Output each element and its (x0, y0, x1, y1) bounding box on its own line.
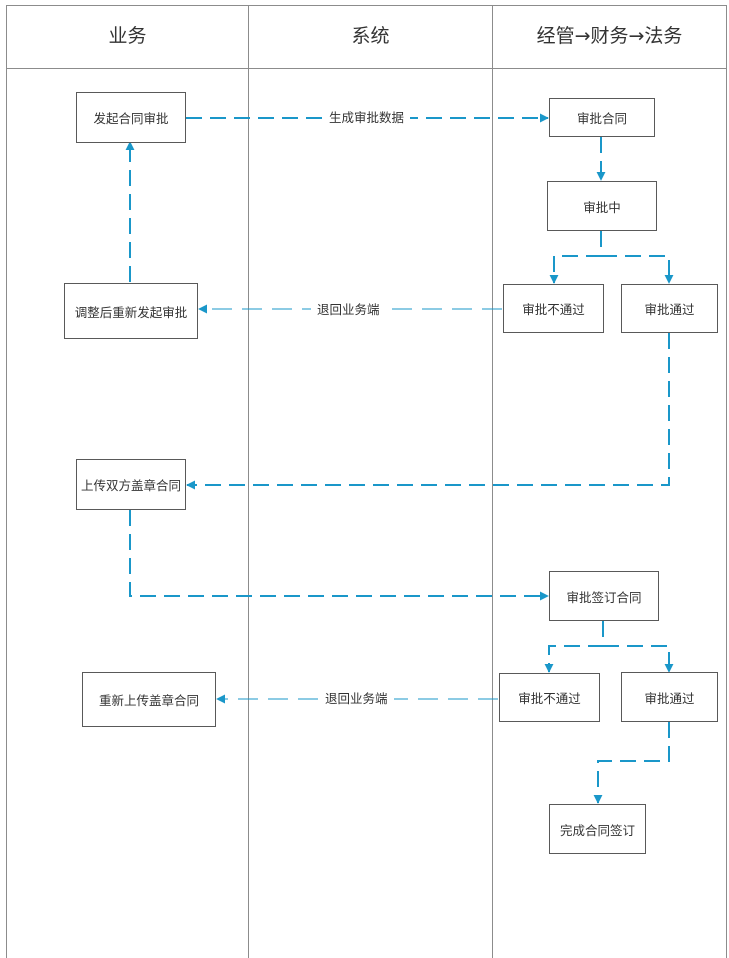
node-complete-signing: 完成合同签订 (549, 804, 646, 854)
node-pass-1: 审批通过 (621, 284, 718, 333)
edge-inprogress-to-pass-1 (601, 255, 674, 284)
edge-signing-to-pass-2 (603, 645, 674, 673)
node-approve-signing: 审批签订合同 (549, 571, 659, 621)
lane-title-system: 系统 (351, 25, 390, 47)
edge-pass-2-to-complete (593, 722, 670, 804)
edge-label-return-2: 退回业务端 (319, 691, 394, 707)
edge-label-return-1: 退回业务端 (311, 302, 386, 318)
lane-title-business: 业务 (108, 25, 147, 47)
node-reject-2: 审批不通过 (499, 673, 600, 722)
lane-title-approval: 经管→财务→法务 (536, 25, 683, 47)
node-in-approval: 审批中 (547, 181, 657, 231)
node-approve-contract: 审批合同 (549, 98, 655, 137)
edge-label-generate-data: 生成审批数据 (323, 110, 411, 126)
node-upload-sealed-contract: 上传双方盖章合同 (76, 459, 186, 510)
edge-pass-1-to-upload (186, 333, 670, 490)
node-initiate-approval: 发起合同审批 (76, 92, 186, 143)
node-pass-2: 审批通过 (621, 672, 718, 722)
edge-inprogress-to-reject-1 (549, 231, 602, 284)
edge-upload-to-signing (129, 510, 549, 601)
node-reject-1: 审批不通过 (503, 284, 604, 333)
node-reupload-sealed: 重新上传盖章合同 (82, 672, 216, 727)
node-readjust-resubmit: 调整后重新发起审批 (64, 283, 198, 339)
edge-signing-to-reject-2 (544, 621, 604, 673)
